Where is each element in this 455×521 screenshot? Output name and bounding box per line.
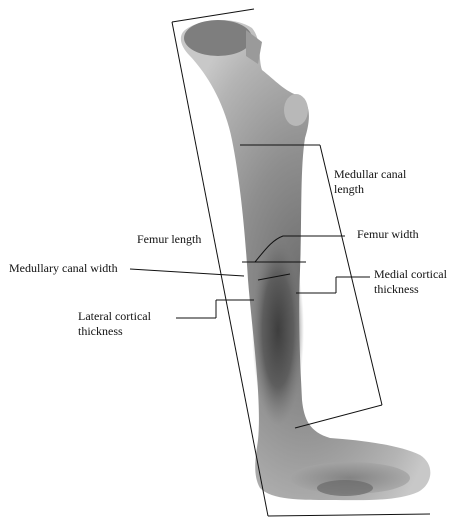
- medial-cortical-thickness-leader: [296, 277, 370, 293]
- lateral-cortical-thickness-leader: [176, 300, 254, 318]
- label-femur-length: Femur length: [137, 232, 201, 246]
- label-medullar-canal-length: Medullar canal: [334, 167, 407, 181]
- label-medullar-canal-length-line2: length: [334, 182, 364, 196]
- condyle-dark-spot: [317, 480, 373, 496]
- label-medial-cortical-thickness: Medial cortical: [374, 267, 448, 281]
- label-lateral-cortical-thickness-line2: thickness: [78, 324, 123, 338]
- label-lateral-cortical-thickness: Lateral cortical: [78, 309, 152, 323]
- medullary-canal-shading: [252, 235, 304, 425]
- femoral-head: [184, 20, 252, 56]
- lesser-trochanter: [284, 94, 308, 126]
- label-medullary-canal-width: Medullary canal width: [9, 261, 118, 275]
- label-femur-width: Femur width: [357, 227, 419, 241]
- label-medial-cortical-thickness-line2: thickness: [374, 282, 419, 296]
